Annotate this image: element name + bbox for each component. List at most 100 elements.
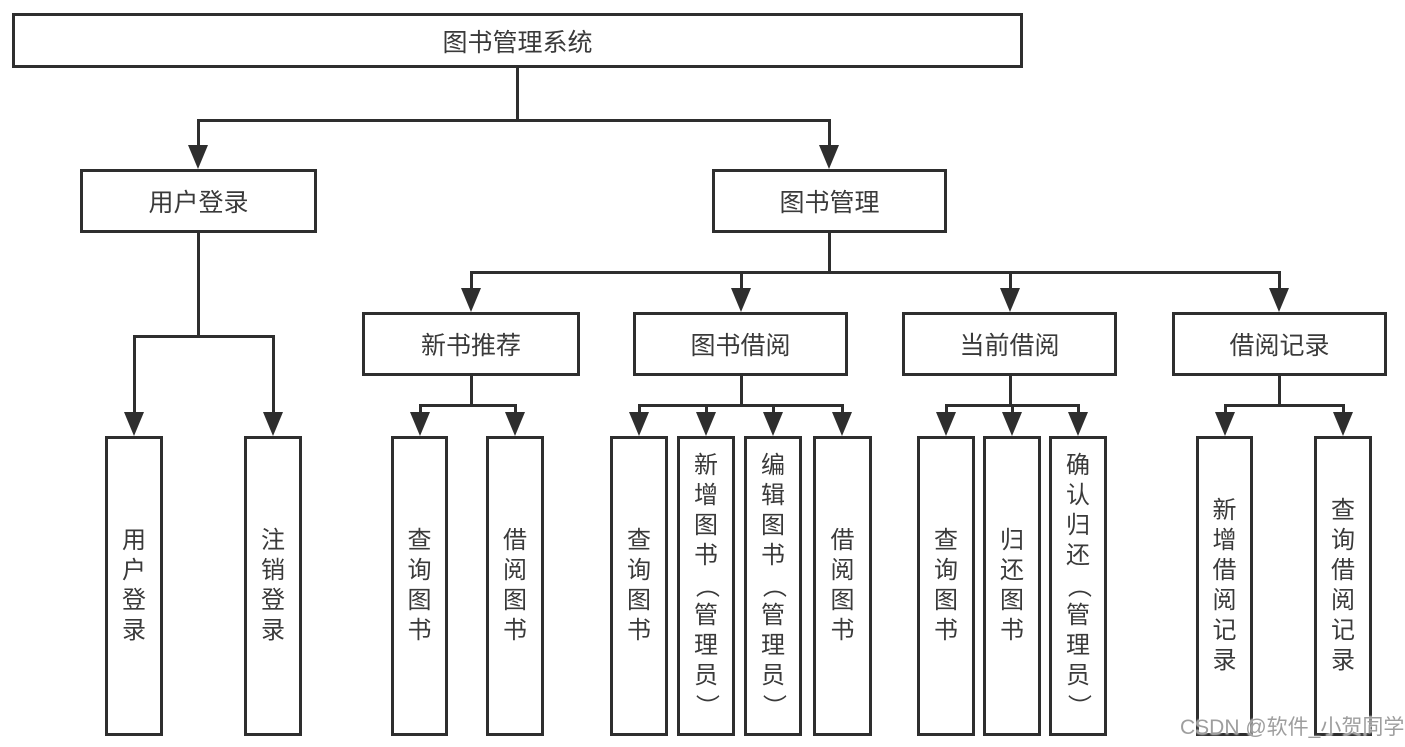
node-book-mgmt: 图书管理: [712, 169, 947, 233]
node-label: 新书推荐: [420, 332, 521, 360]
node-label-char: 管: [1066, 602, 1090, 629]
connector-line: [827, 120, 831, 149]
connector-line: [944, 405, 948, 416]
node-add-books-admin: 新增图书（管理员）: [677, 436, 735, 736]
connector-line: [271, 336, 275, 416]
arrowhead-down-icon: [263, 412, 283, 436]
node-label-char: 询: [934, 557, 958, 584]
node-borrow-books-1: 借阅图书: [486, 436, 544, 736]
node-new-book-rec: 新书推荐: [362, 312, 580, 376]
node-edit-books-admin: 编辑图书（管理员）: [744, 436, 802, 736]
node-logout-leaf: 注销登录: [244, 436, 302, 736]
node-book-borrow: 图书借阅: [633, 312, 848, 376]
connector-line: [739, 376, 743, 405]
node-label-char: 图: [934, 587, 958, 614]
connector-line: [515, 68, 519, 120]
connector-line: [771, 405, 775, 416]
node-label-char: 登: [122, 587, 146, 614]
arrowhead-down-icon: [410, 412, 430, 436]
node-root: 图书管理系统: [12, 13, 1023, 68]
connector-line: [637, 405, 641, 416]
node-label-char: 录: [261, 617, 285, 644]
node-label-char: 增: [1212, 527, 1237, 554]
node-label-char: 借: [1212, 557, 1237, 584]
connector-line: [418, 405, 422, 416]
node-label-char: 书: [627, 617, 651, 644]
node-label-char: 员: [761, 662, 785, 689]
node-label-char: 认: [1066, 482, 1090, 509]
node-label-char: 阅: [1331, 587, 1355, 614]
node-add-borrow-record: 新增借阅记录: [1196, 436, 1253, 736]
arrowhead-down-icon: [461, 288, 481, 312]
node-label-char: 录: [1212, 647, 1237, 674]
node-label-char: 图: [761, 512, 785, 539]
arrowhead-down-icon: [936, 412, 956, 436]
node-label-char: 还: [1000, 557, 1024, 584]
node-label-char: 登: [261, 587, 285, 614]
arrowhead-down-icon: [629, 412, 649, 436]
node-label-char: 图: [694, 512, 718, 539]
connector-line: [827, 233, 831, 272]
connector-line: [132, 336, 136, 416]
arrowhead-down-icon: [696, 412, 716, 436]
connector-line: [1223, 403, 1345, 407]
connector-line: [132, 334, 275, 338]
node-label-char: 管: [761, 602, 785, 629]
node-label-char: 询: [627, 557, 651, 584]
node-label-char: 借: [830, 527, 855, 554]
node-label-char: 归: [1066, 512, 1090, 539]
connector-line: [469, 376, 473, 405]
node-label-char: 销: [261, 557, 285, 584]
node-label-char: 书: [1000, 617, 1024, 644]
node-user-login: 用户登录: [80, 169, 317, 233]
csdn-watermark: CSDN @软件_小贺同学: [1180, 716, 1405, 739]
node-query-books-1: 查询图书: [391, 436, 448, 736]
arrowhead-down-icon: [124, 412, 144, 436]
node-label-char: 新: [1212, 497, 1237, 524]
node-label-char: 书: [761, 542, 785, 569]
node-label-char: 理: [761, 632, 785, 659]
connector-line: [637, 403, 844, 407]
node-label-char: （: [693, 574, 720, 598]
connector-line: [513, 405, 517, 416]
node-label-char: 借: [1331, 557, 1355, 584]
connector-line: [704, 405, 708, 416]
connector-line: [1223, 405, 1227, 416]
node-label-char: 记: [1212, 617, 1237, 644]
node-confirm-return-admin: 确认归还（管理员）: [1049, 436, 1107, 736]
connector-line: [1076, 405, 1080, 416]
node-label-char: 增: [694, 482, 718, 509]
node-label-char: 图: [627, 587, 651, 614]
node-label-char: 书: [407, 617, 432, 644]
arrowhead-down-icon: [1000, 288, 1020, 312]
node-label-char: 确: [1066, 452, 1090, 479]
connector-line: [840, 405, 844, 416]
node-query-books-3: 查询图书: [917, 436, 975, 736]
node-label: 图书管理: [779, 189, 880, 217]
arrowhead-down-icon: [188, 145, 208, 169]
connector-line: [196, 120, 200, 149]
node-label-char: 询: [407, 557, 432, 584]
node-label-char: 询: [1331, 527, 1355, 554]
node-label-char: 员: [694, 662, 718, 689]
node-label: 借阅记录: [1229, 332, 1330, 360]
node-label-char: 理: [1066, 632, 1090, 659]
node-label-char: 书: [694, 542, 718, 569]
node-query-books-2: 查询图书: [610, 436, 668, 736]
arrowhead-down-icon: [1215, 412, 1235, 436]
node-label-char: ）: [693, 694, 720, 718]
arrowhead-down-icon: [1269, 288, 1289, 312]
node-label-char: 注: [261, 527, 285, 554]
arrowhead-down-icon: [1002, 412, 1022, 436]
node-label: 当前借阅: [959, 332, 1060, 360]
node-label-char: 户: [122, 557, 146, 584]
connector-line: [469, 270, 1281, 274]
connector-line: [1008, 376, 1012, 405]
node-label-char: 书: [503, 617, 527, 644]
connector-line: [418, 403, 517, 407]
node-label-char: 书: [830, 617, 855, 644]
node-label-char: 理: [694, 632, 718, 659]
node-label-char: 查: [407, 527, 432, 554]
node-label-char: （: [1065, 574, 1092, 598]
